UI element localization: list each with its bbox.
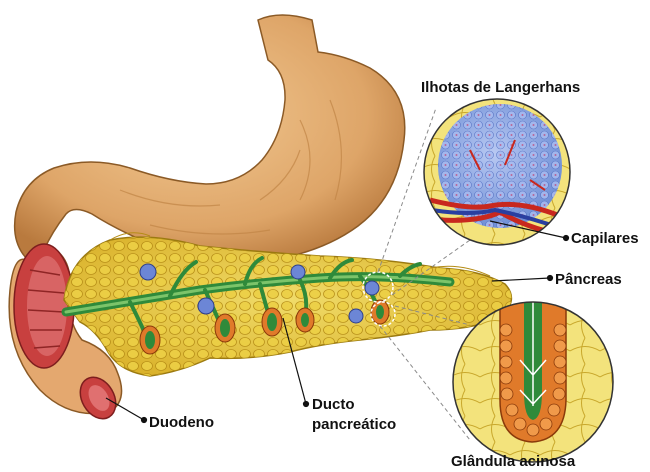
label-duodenum: Duodeno	[149, 414, 214, 432]
stomach	[15, 15, 405, 264]
label-pancreatic-duct-line2: pancreático	[312, 416, 396, 434]
acinus-inset	[453, 300, 613, 462]
pancreas	[64, 233, 511, 376]
label-islets-of-langerhans: Ilhotas de Langerhans	[421, 79, 580, 97]
label-acinar-gland: Glândula acinosa	[451, 453, 575, 471]
label-capillaries: Capilares	[571, 230, 639, 248]
label-pancreas: Pâncreas	[555, 271, 622, 289]
label-pancreatic-duct-line1: Ducto	[312, 396, 355, 414]
